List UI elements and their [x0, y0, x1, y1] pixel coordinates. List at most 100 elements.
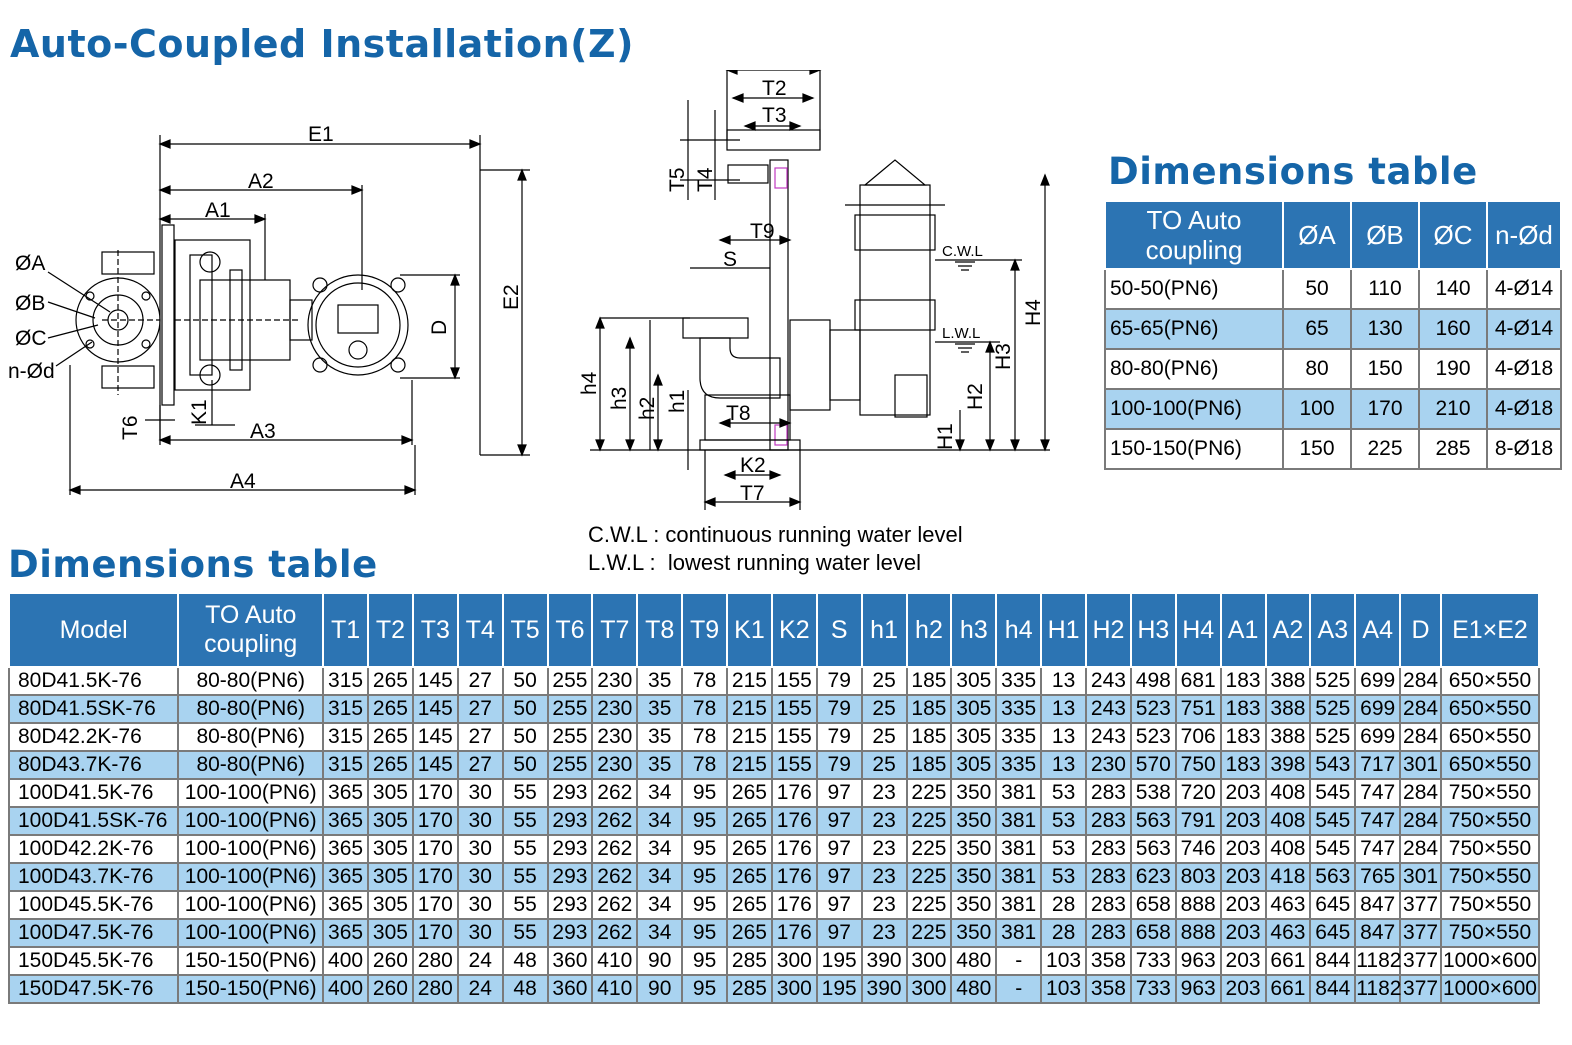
table-cell: 27 [456, 750, 504, 780]
table-cell: 95 [681, 974, 729, 1004]
table-cell: 53 [1040, 834, 1088, 864]
table-cell: 230 [591, 750, 639, 780]
table-cell: 265 [726, 918, 773, 948]
table-cell: 160 [1418, 308, 1488, 350]
table-cell: 699 [1354, 694, 1402, 724]
table-cell: 717 [1354, 750, 1402, 780]
table-cell: 97 [815, 862, 863, 892]
dim-label-phi-a: ØA [15, 252, 45, 275]
mt-header-cell: A1 [1219, 592, 1267, 668]
legend-lwl: L.W.L : lowest running water level [588, 550, 922, 575]
table-cell: 55 [501, 778, 549, 808]
table-cell: 360 [546, 974, 594, 1004]
table-cell: 750 [1174, 750, 1222, 780]
table-cell: 305 [950, 694, 998, 724]
table-cell: 545 [1309, 778, 1357, 808]
table-cell: 262 [591, 918, 639, 948]
table-cell: 623 [1129, 862, 1177, 892]
table-cell: 4-Ø14 [1486, 268, 1562, 310]
table-cell: 4-Ø14 [1486, 308, 1562, 350]
mt-header-cell: T2 [367, 592, 414, 668]
table-cell: 360 [546, 946, 594, 976]
dim-label-t1: T1 [762, 70, 787, 73]
dim-label-t4: T4 [694, 167, 717, 192]
table-cell: 365 [322, 890, 370, 920]
table-cell: 315 [322, 750, 370, 780]
table-cell: 27 [456, 694, 504, 724]
table-cell: 400 [322, 946, 370, 976]
table-cell: 262 [591, 862, 639, 892]
table-cell: 176 [770, 890, 818, 920]
table-cell: 543 [1309, 750, 1357, 780]
table-cell: 350 [950, 806, 998, 836]
table-cell: 23 [860, 806, 908, 836]
table-cell: 255 [546, 694, 594, 724]
table-cell: 410 [591, 946, 639, 976]
table-cell: 305 [367, 806, 414, 836]
table-cell: 525 [1309, 694, 1357, 724]
table-cell: 681 [1174, 666, 1222, 696]
table-cell: 53 [1040, 778, 1088, 808]
lwl-marker: L.W.L [942, 325, 980, 342]
table-cell: 523 [1129, 694, 1177, 724]
table-cell: 95 [681, 806, 729, 836]
table-cell: 97 [815, 806, 863, 836]
table-cell: 34 [636, 778, 684, 808]
table-cell: 1182 [1354, 946, 1401, 976]
table-cell: 285 [726, 974, 773, 1004]
coupling-table-title: Dimensions table [1108, 150, 1478, 193]
table-cell: 765 [1354, 862, 1402, 892]
table-cell: 25 [860, 694, 908, 724]
table-cell: 293 [546, 806, 594, 836]
table-cell: 78 [681, 750, 729, 780]
table-cell: 1000×600 [1439, 974, 1541, 1004]
table-cell: 381 [995, 834, 1043, 864]
table-cell: 79 [815, 694, 863, 724]
table-cell: 183 [1219, 694, 1267, 724]
table-cell: 80D41.5K-76 [7, 666, 180, 696]
table-cell: 661 [1264, 974, 1312, 1004]
table-cell: 90 [636, 946, 684, 976]
mt-header-cell: H2 [1085, 592, 1132, 668]
mt-header-cell: TO Auto coupling [177, 592, 325, 668]
table-cell: 50 [501, 750, 549, 780]
dim-label-e2: E2 [500, 284, 523, 310]
table-cell: 280 [411, 974, 459, 1004]
table-cell: 100-100(PN6) [177, 862, 325, 892]
table-cell: 365 [322, 834, 370, 864]
table-cell: 95 [681, 918, 729, 948]
table-cell: 78 [681, 666, 729, 696]
mt-header-cell: H1 [1040, 592, 1088, 668]
table-cell: 377 [1399, 918, 1442, 948]
table-cell: 176 [770, 806, 818, 836]
dim-label-H3: H3 [992, 343, 1015, 370]
table-cell: 170 [411, 918, 459, 948]
table-cell: 350 [950, 834, 998, 864]
table-cell: 176 [770, 918, 818, 948]
mt-header-cell: h2 [905, 592, 953, 668]
table-cell: 262 [591, 806, 639, 836]
table-cell: 100D42.2K-76 [7, 834, 180, 864]
table-cell: 563 [1129, 834, 1177, 864]
table-cell: 97 [815, 918, 863, 948]
table-cell: 225 [905, 890, 953, 920]
table-cell: 155 [770, 694, 818, 724]
table-cell: 750×550 [1439, 778, 1541, 808]
table-cell: 699 [1354, 722, 1402, 752]
table-cell: 176 [770, 834, 818, 864]
table-cell: 293 [546, 862, 594, 892]
table-cell: 243 [1085, 722, 1132, 752]
dim-label-h2-small: h2 [636, 397, 659, 420]
table-cell: 140 [1418, 268, 1488, 310]
mt-header-cell: T7 [591, 592, 639, 668]
mt-header-cell: T3 [411, 592, 459, 668]
table-cell: 645 [1309, 918, 1357, 948]
table-cell: 34 [636, 918, 684, 948]
table-cell: 350 [950, 890, 998, 920]
table-cell: 23 [860, 834, 908, 864]
table-cell: 185 [905, 750, 953, 780]
dim-label-a2: A2 [248, 170, 274, 193]
table-cell: 97 [815, 890, 863, 920]
table-cell: 80D41.5SK-76 [7, 694, 180, 724]
